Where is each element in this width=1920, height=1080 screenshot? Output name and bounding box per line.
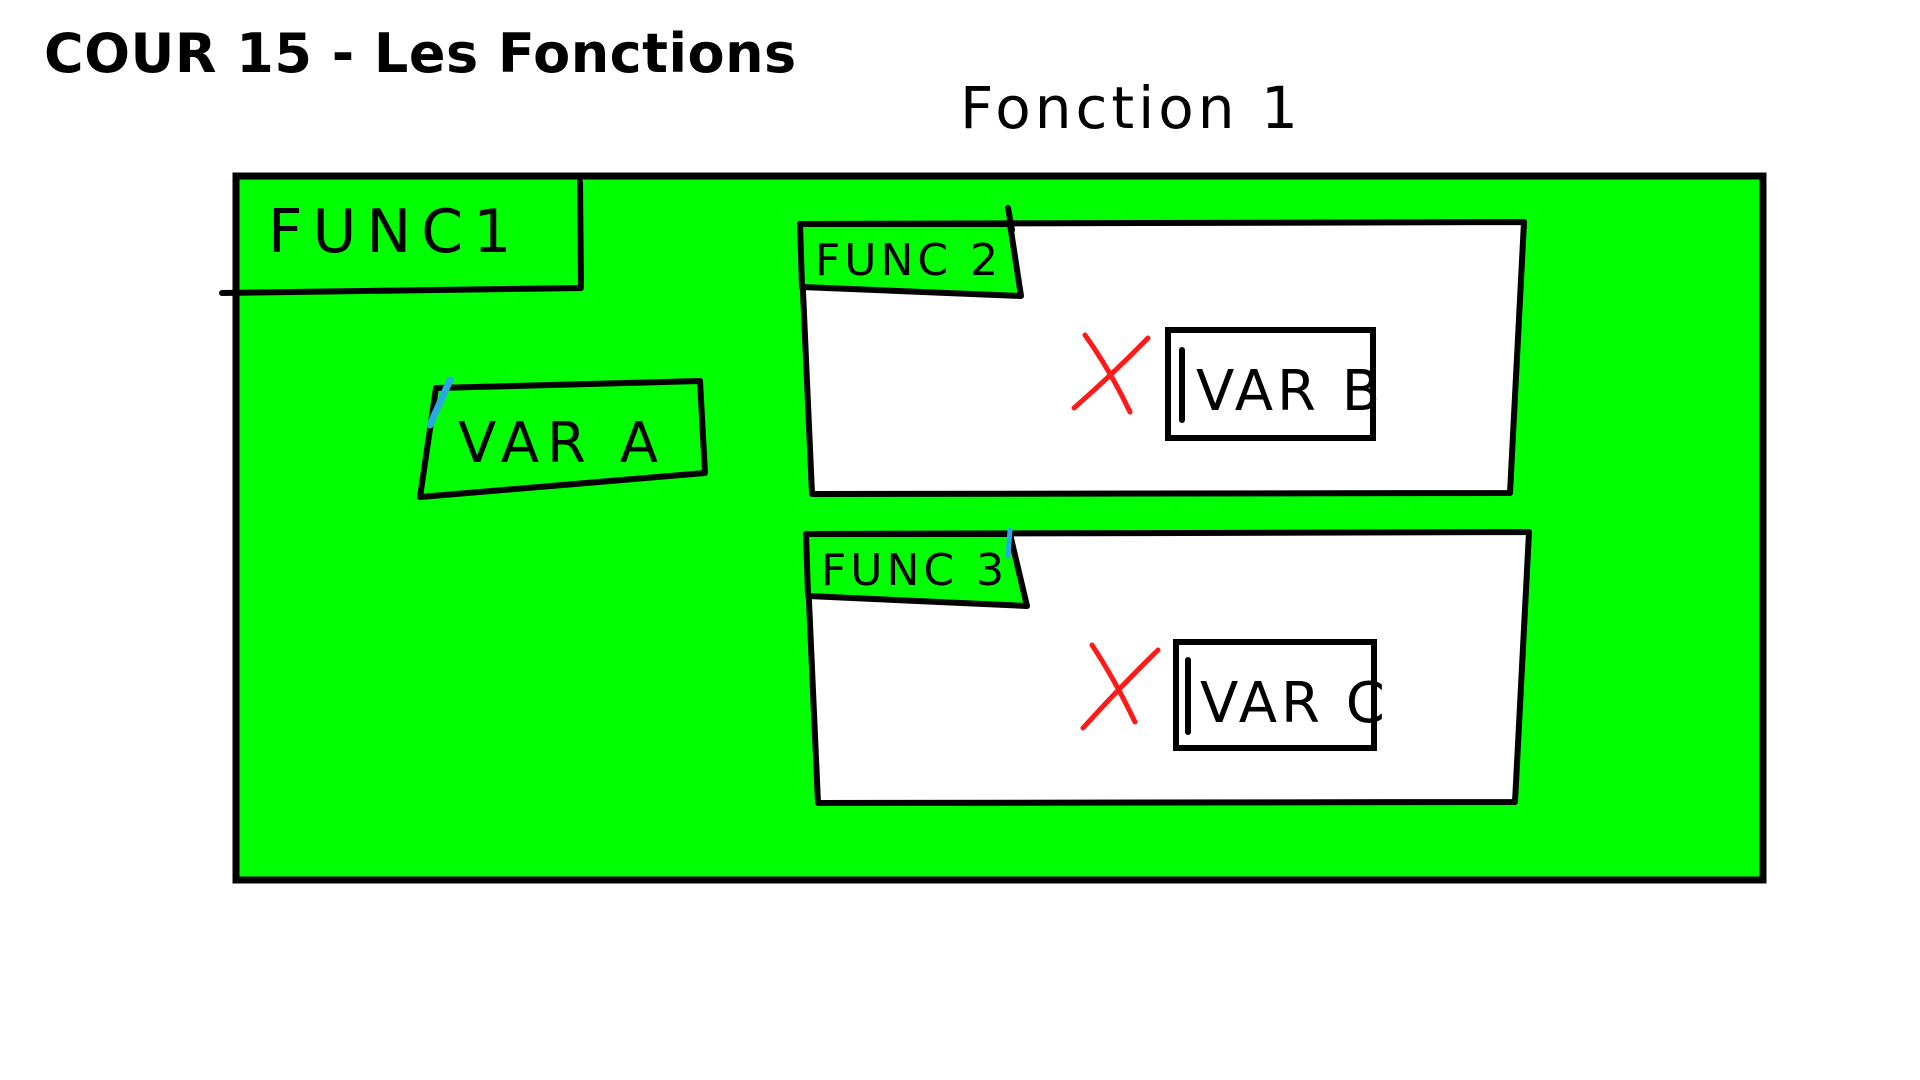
diagram-heading: Fonction 1 bbox=[960, 74, 1302, 142]
func3-tab bbox=[803, 531, 1030, 609]
page-title: COUR 15 - Les Fonctions bbox=[44, 22, 797, 85]
var-a-label: VAR A bbox=[458, 411, 666, 476]
blocked-x-icon bbox=[1071, 332, 1151, 415]
func3-label: FUNC 3 bbox=[821, 545, 1008, 596]
func2-label: FUNC 2 bbox=[815, 235, 1002, 286]
func2-box: FUNC 2 VAR B bbox=[797, 205, 1527, 497]
var-a-box: VAR A bbox=[417, 376, 708, 500]
func1-label-tab bbox=[219, 179, 584, 296]
var-c-box bbox=[1173, 639, 1377, 751]
func2-tab bbox=[797, 221, 1024, 299]
func3-box: FUNC 3 VAR C bbox=[803, 527, 1532, 806]
var-b-box bbox=[1165, 327, 1376, 441]
cursor-mark bbox=[426, 376, 454, 429]
blocked-x-icon bbox=[1080, 642, 1161, 731]
var-b-label: VAR B bbox=[1196, 359, 1384, 424]
var-c-label: VAR C bbox=[1200, 671, 1389, 736]
func1-label: FUNC1 bbox=[268, 197, 521, 267]
